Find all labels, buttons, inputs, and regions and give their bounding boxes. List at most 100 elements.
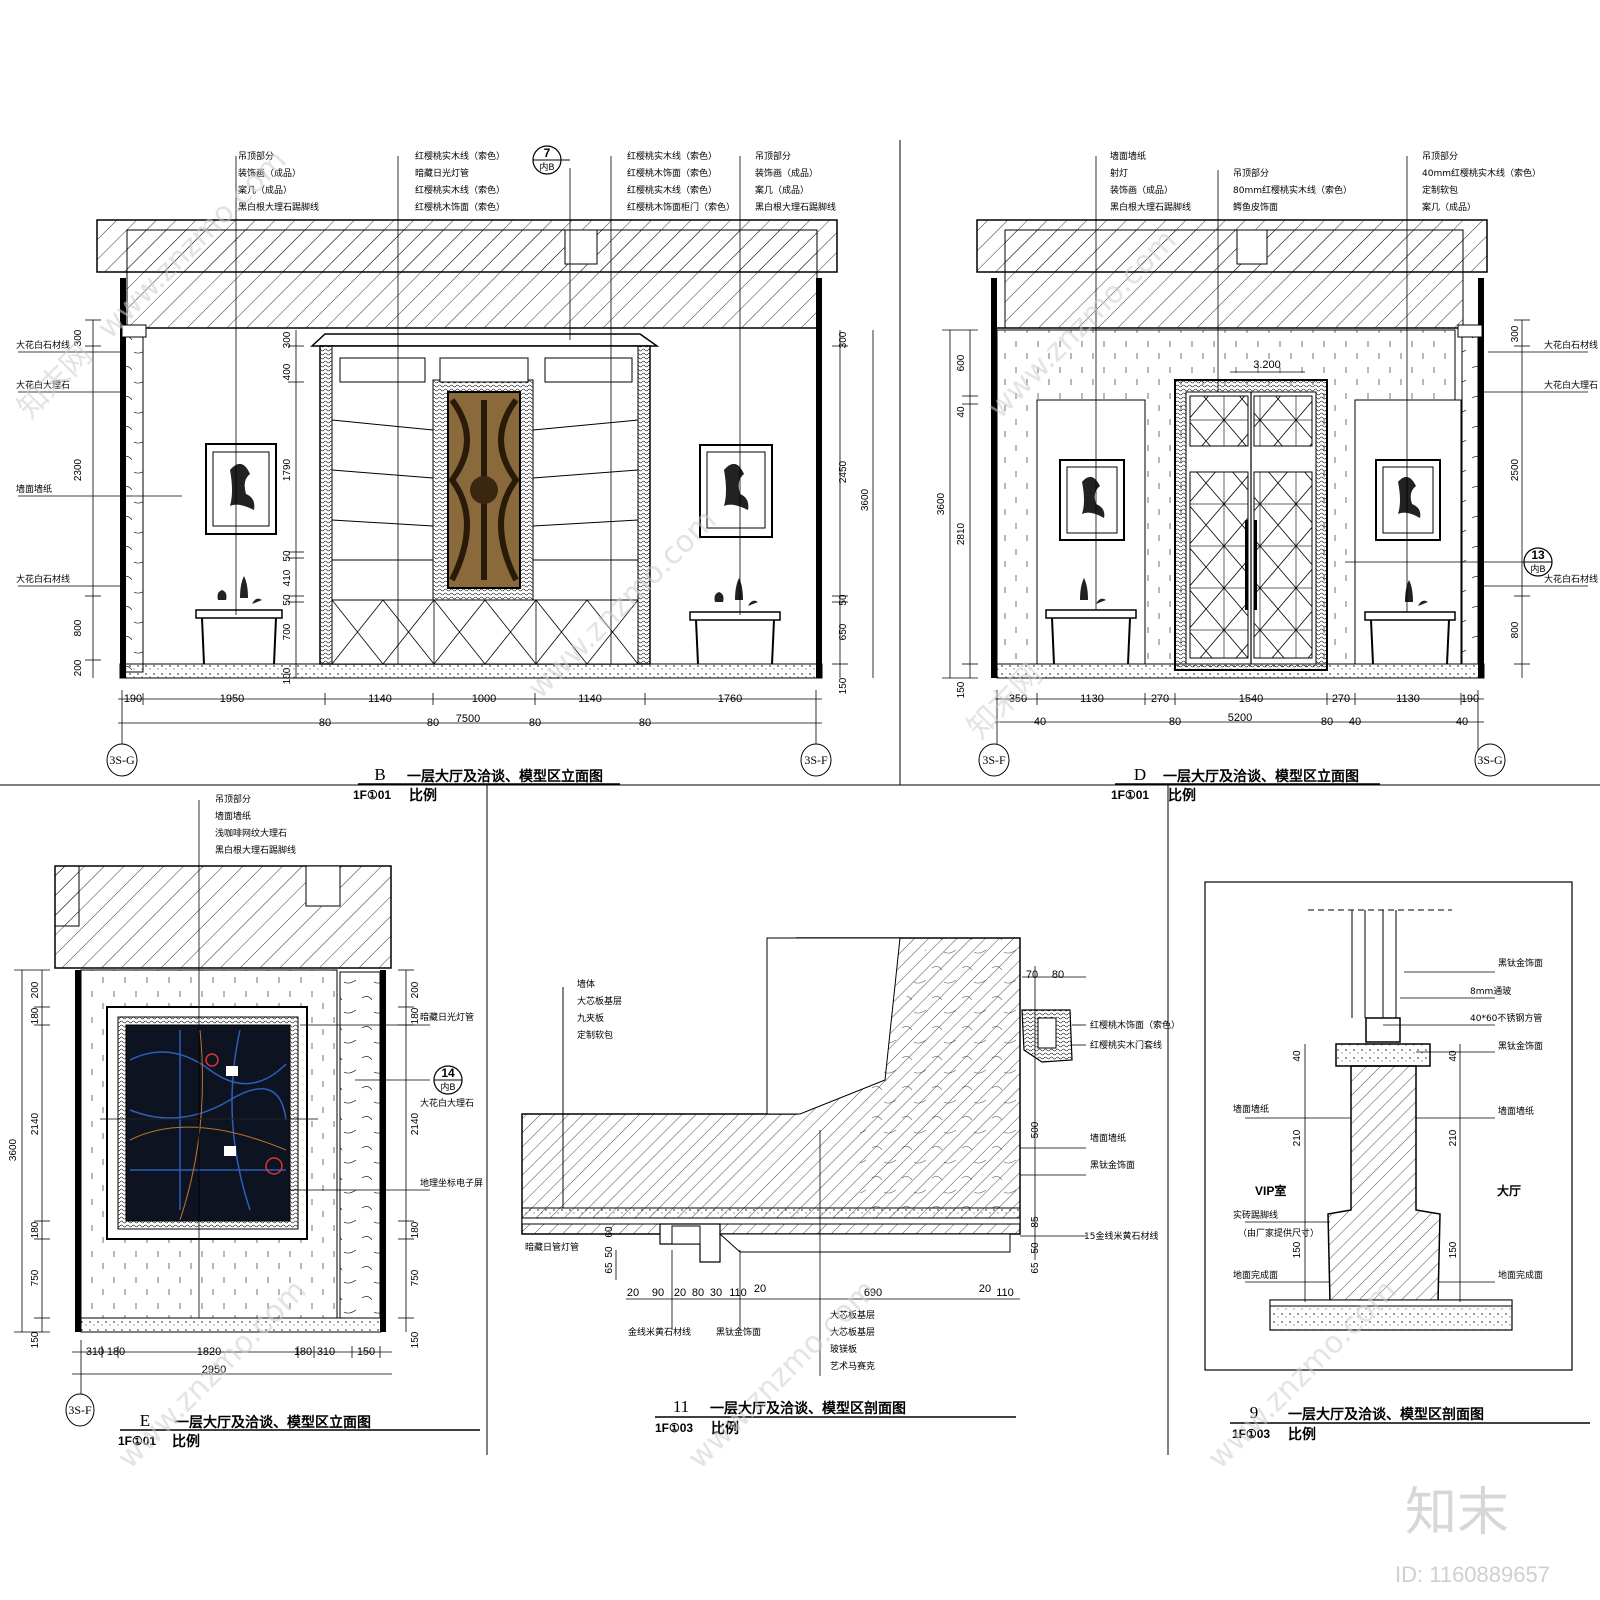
electronic-map-screen-e	[106, 1006, 308, 1240]
room-label-vip: VIP室	[1255, 1183, 1286, 1198]
svg-text:50: 50	[282, 550, 293, 562]
svg-text:吊顶部分: 吊顶部分	[755, 150, 791, 162]
svg-text:1F①01: 1F①01	[1111, 788, 1149, 802]
sheet-dividers	[0, 140, 1600, 1455]
svg-text:黑钛金饰面: 黑钛金饰面	[1498, 1040, 1543, 1052]
framed-painting-right-d	[1375, 459, 1441, 541]
svg-text:案几（成品）: 案几（成品）	[755, 184, 809, 196]
drawing-title-b: B 一层大厅及洽谈、模型区立面图 1F①01 比例	[353, 765, 620, 804]
svg-text:红樱桃木饰面（索色）: 红樱桃木饰面（索色）	[627, 167, 717, 179]
svg-text:暗藏日光灯管: 暗藏日光灯管	[415, 167, 469, 179]
section-callout-14: 14 内B	[433, 1065, 463, 1095]
svg-text:2300: 2300	[73, 458, 84, 481]
svg-text:5200: 5200	[1228, 712, 1252, 724]
grid-bubble-3s-f-d: 3S-F	[978, 743, 1010, 777]
marble-column-d	[1461, 329, 1479, 665]
svg-text:吊顶部分: 吊顶部分	[238, 150, 274, 162]
svg-text:40: 40	[1292, 1050, 1303, 1062]
svg-text:吊顶部分: 吊顶部分	[215, 793, 251, 805]
svg-text:270: 270	[1151, 693, 1169, 705]
annotation-group-11-right: 红樱桃木饰面（索色） 红樱桃实木门套线 墙面墙纸 黑钛金饰面 15金线米黄石材线	[1084, 1019, 1180, 1242]
svg-text:180: 180	[30, 1221, 41, 1238]
svg-text:内B: 内B	[1530, 563, 1545, 575]
svg-text:比例: 比例	[172, 1433, 200, 1450]
svg-text:40: 40	[1349, 716, 1361, 728]
annotation-group-d3: 吊顶部分 40mm红樱桃实木线（索色） 定制软包 案几（成品）	[1422, 150, 1541, 213]
framed-painting-left-b	[205, 443, 277, 535]
svg-text:鳄鱼皮饰面: 鳄鱼皮饰面	[1233, 201, 1278, 213]
grid-bubble-3s-g-b: 3S-G	[106, 743, 138, 777]
svg-text:80: 80	[639, 717, 651, 729]
svg-text:红樱桃木饰面柜门（索色）: 红樱桃木饰面柜门（索色）	[627, 201, 735, 213]
svg-text:410: 410	[282, 569, 293, 586]
svg-text:2500: 2500	[1510, 458, 1521, 481]
svg-text:定制软包: 定制软包	[577, 1029, 613, 1041]
horizontal-dimensions-b: 190 1950 1140 1000 1140 1760 80 80 80 80…	[124, 693, 742, 729]
framed-painting-right-b	[699, 444, 773, 538]
svg-text:2810: 2810	[956, 522, 967, 545]
svg-text:20: 20	[754, 1283, 766, 1295]
vertical-dimensions-d: 600 40 2810 150 3600 300 2500 800	[936, 325, 1521, 698]
svg-text:60: 60	[604, 1226, 615, 1238]
drawing-title-11: 11 一层大厅及洽谈、模型区剖面图 1F①03 比例	[655, 1397, 1016, 1437]
svg-text:80: 80	[319, 717, 331, 729]
svg-text:地理坐标电子屏: 地理坐标电子屏	[420, 1177, 483, 1189]
svg-text:大花白石材线: 大花白石材线	[1544, 339, 1598, 351]
svg-text:内B: 内B	[440, 1081, 455, 1093]
svg-text:装饰画（成品）: 装饰画（成品）	[755, 167, 818, 179]
svg-text:B: B	[374, 765, 385, 784]
svg-text:一层大厅及洽谈、模型区立面图: 一层大厅及洽谈、模型区立面图	[175, 1414, 371, 1431]
svg-text:800: 800	[73, 619, 84, 636]
svg-text:300: 300	[73, 329, 84, 346]
svg-text:3.200: 3.200	[1253, 359, 1281, 371]
svg-text:700: 700	[282, 623, 293, 640]
section-9: 黑钛金饰面 8mm通玻 40*60不锈钢方管 黑钛金饰面 墙面墙纸 地面完成面 …	[1204, 881, 1590, 1443]
svg-text:300: 300	[282, 331, 293, 348]
svg-text:大花白大理石: 大花白大理石	[420, 1097, 474, 1109]
svg-text:110: 110	[996, 1287, 1014, 1299]
svg-text:400: 400	[282, 363, 293, 380]
svg-text:80: 80	[1052, 969, 1064, 981]
svg-text:ID: 1160889657: ID: 1160889657	[1395, 1562, 1550, 1587]
svg-text:7500: 7500	[456, 713, 480, 725]
svg-text:180: 180	[30, 1007, 41, 1024]
svg-text:310: 310	[317, 1346, 335, 1358]
svg-text:80: 80	[692, 1287, 704, 1299]
svg-text:50: 50	[1030, 1242, 1041, 1254]
svg-text:3S-F: 3S-F	[982, 753, 1006, 767]
annotation-group-e: 吊顶部分 墙面墙纸 浅咖啡网纹大理石 黑白根大理石踢脚线	[215, 793, 296, 856]
svg-text:红樱桃木饰面（索色）: 红樱桃木饰面（索色）	[1090, 1019, 1180, 1031]
svg-text:比例: 比例	[1168, 787, 1196, 804]
svg-text:红樱桃实木线（索色）: 红樱桃实木线（索色）	[627, 150, 717, 162]
marble-column-e	[339, 971, 381, 1319]
marble-column-b	[124, 329, 144, 673]
svg-text:8mm通玻: 8mm通玻	[1470, 985, 1511, 997]
svg-text:黑白根大理石踢脚线: 黑白根大理石踢脚线	[215, 844, 296, 856]
annotation-group-b3: 红樱桃实木线（索色） 红樱桃木饰面（索色） 红樱桃实木线（索色） 红樱桃木饰面柜…	[627, 150, 735, 213]
svg-text:1760: 1760	[718, 693, 742, 705]
svg-text:150: 150	[1448, 1241, 1459, 1258]
svg-text:690: 690	[864, 1287, 882, 1299]
svg-text:定制软包: 定制软包	[1422, 184, 1458, 196]
svg-text:大芯板基层: 大芯板基层	[830, 1309, 875, 1321]
svg-text:11: 11	[673, 1397, 689, 1416]
svg-text:红樱桃实木门套线: 红樱桃实木门套线	[1090, 1039, 1162, 1051]
svg-text:20: 20	[627, 1287, 639, 1299]
svg-text:180: 180	[410, 1007, 421, 1024]
svg-text:一层大厅及洽谈、模型区剖面图: 一层大厅及洽谈、模型区剖面图	[1288, 1406, 1484, 1423]
svg-text:50: 50	[282, 594, 293, 606]
svg-text:大芯板基层: 大芯板基层	[830, 1326, 875, 1338]
svg-text:暗藏日光灯管: 暗藏日光灯管	[420, 1011, 474, 1023]
svg-text:案几（成品）: 案几（成品）	[1422, 201, 1476, 213]
svg-text:大花白石材线: 大花白石材线	[16, 573, 70, 585]
svg-text:3S-G: 3S-G	[109, 753, 135, 767]
svg-text:红樱桃木饰面（索色）: 红樱桃木饰面（索色）	[415, 201, 505, 213]
svg-text:艺术马赛克: 艺术马赛克	[830, 1360, 875, 1372]
svg-text:150: 150	[838, 677, 849, 694]
dimensions-9: 40 210 150 40 210 150	[1292, 1050, 1459, 1258]
console-table-left-d	[1045, 578, 1137, 665]
svg-text:浅咖啡网纹大理石: 浅咖啡网纹大理石	[215, 827, 287, 839]
svg-text:750: 750	[30, 1269, 41, 1286]
svg-text:一层大厅及洽谈、模型区立面图: 一层大厅及洽谈、模型区立面图	[1163, 768, 1359, 785]
svg-text:一层大厅及洽谈、模型区立面图: 一层大厅及洽谈、模型区立面图	[407, 768, 603, 785]
